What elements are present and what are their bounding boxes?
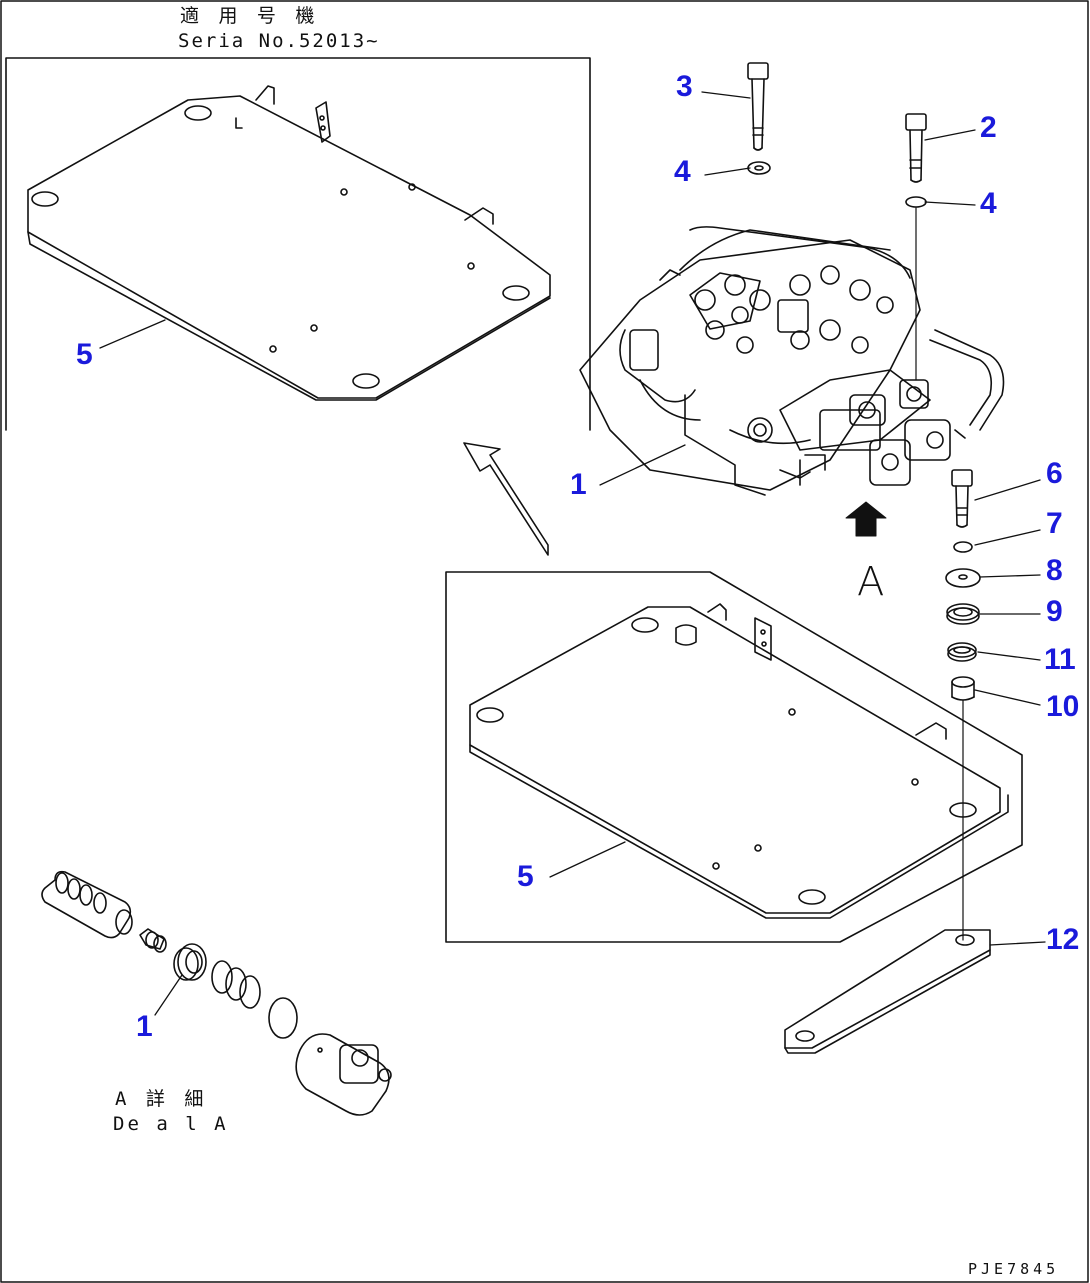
- callout-11: 11: [1044, 643, 1076, 676]
- bolt-2: [905, 113, 927, 183]
- callout-4: 4: [980, 187, 997, 220]
- washer-7: [953, 541, 973, 553]
- callout-8: 8: [1046, 554, 1063, 587]
- callout-9: 9: [1046, 595, 1063, 628]
- callout-10: 10: [1046, 690, 1080, 723]
- applicable-serial-jp: 適 用 号 機: [180, 5, 319, 27]
- inset-frame: [5, 57, 591, 431]
- callout-5: 5: [76, 338, 93, 371]
- control-valve-assembly: [579, 226, 1005, 496]
- callout-3: 3: [676, 70, 693, 103]
- leader-lines: [99, 91, 1046, 1016]
- washer-8: [945, 568, 981, 588]
- cushion-11: [947, 642, 977, 662]
- cushion-9: [946, 603, 980, 625]
- detail-a-title-en: De a l A: [113, 1113, 229, 1135]
- washer-4b: [905, 196, 927, 208]
- detail-a-spool: [41, 870, 167, 953]
- callout-5: 5: [517, 860, 534, 893]
- direction-arrow-icon: [463, 442, 549, 556]
- callout-2: 2: [980, 111, 997, 144]
- collar-10: [951, 676, 975, 701]
- detail-a-spring: [211, 960, 261, 1009]
- plate-top-inset: [27, 85, 551, 401]
- callout-1: 1: [136, 1010, 153, 1043]
- callout-1: 1: [570, 468, 587, 501]
- plate-lower: [469, 603, 1009, 919]
- bracket-12: [784, 929, 991, 1054]
- detail-a-title-jp: A 詳 細: [115, 1088, 208, 1110]
- detail-a-cap: [295, 1033, 392, 1116]
- bolt-3: [747, 62, 769, 151]
- drawing-code: PJE7845: [968, 1260, 1060, 1278]
- washer-4a: [747, 161, 771, 175]
- view-marker-a: A: [857, 559, 885, 605]
- callout-4: 4: [674, 155, 691, 188]
- callout-7: 7: [1046, 507, 1063, 540]
- detail-a-retainer: [173, 943, 207, 981]
- detail-a-oring: [268, 997, 298, 1039]
- washer-4a-hole: [754, 165, 764, 171]
- serial-number-label: Seria No.52013~: [178, 30, 380, 52]
- view-arrow-icon: [845, 501, 887, 537]
- callout-6: 6: [1046, 457, 1063, 490]
- callout-12: 12: [1046, 923, 1080, 956]
- lower-inset-frame: [445, 571, 1023, 943]
- bolt-6: [951, 469, 973, 528]
